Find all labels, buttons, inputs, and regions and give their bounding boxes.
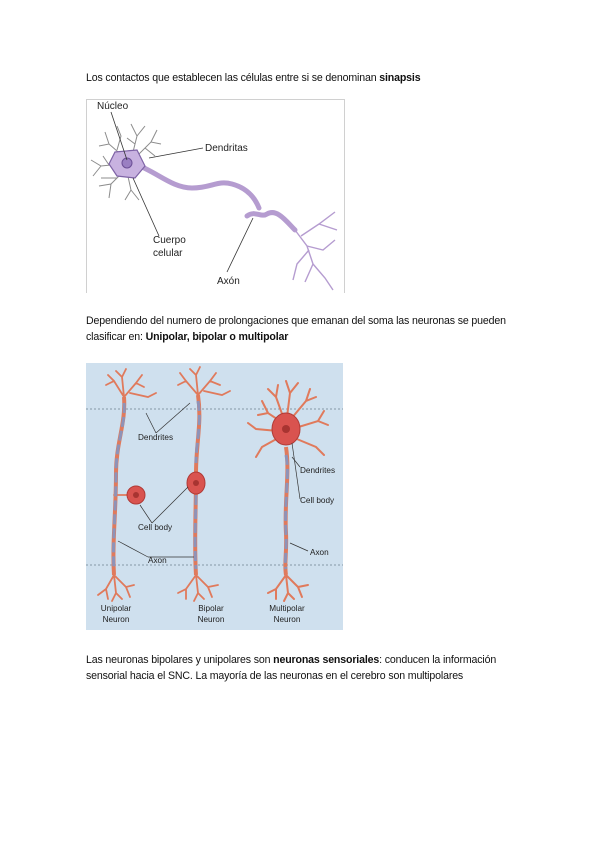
label-cuerpo-2: celular: [153, 248, 183, 259]
label-axon: Axón: [217, 276, 240, 287]
sensory-paragraph: Las neuronas bipolares y unipolares son …: [86, 652, 526, 684]
axon-shaft-lower: [244, 210, 298, 233]
label-unipolar-1: Unipolar: [101, 604, 132, 613]
neuron-types-diagram: Dendrites Cell body Axon Dendrites Cell …: [86, 363, 343, 630]
label-multipolar-2: Neuron: [274, 615, 301, 624]
label-dendrites-left: Dendrites: [138, 433, 173, 442]
type-leader-lines: [117, 402, 309, 558]
synapse-bold-term: sinapsis: [379, 72, 421, 84]
axon-terminals: [292, 211, 338, 291]
label-axon-left: Axon: [148, 556, 167, 565]
bipolar-neuron: [177, 366, 231, 602]
sensory-bold-term: neuronas sensoriales: [273, 654, 380, 666]
leader-lines: [110, 111, 254, 273]
label-unipolar-2: Neuron: [103, 615, 130, 624]
label-dendritas: Dendritas: [205, 143, 248, 154]
classification-text: Dependiendo del numero de prolongaciones…: [86, 315, 506, 343]
synapse-paragraph: Los contactos que establecen las células…: [86, 70, 526, 86]
classification-paragraph: Dependiendo del numero de prolongaciones…: [86, 313, 526, 345]
neuron-diagram-svg: Núcleo Dendritas Cuerpo celular Axón: [90, 101, 338, 291]
label-bipolar-1: Bipolar: [198, 604, 224, 613]
label-cell-body-left: Cell body: [138, 523, 173, 532]
label-cuerpo-1: Cuerpo: [153, 235, 186, 246]
dendrite-branches: [90, 123, 162, 201]
sensory-text-after: : conducen la información sensorial haci…: [86, 654, 497, 682]
multipolar-neuron: [247, 380, 329, 602]
label-bipolar-2: Neuron: [198, 615, 225, 624]
label-cell-body-right: Cell body: [300, 496, 335, 505]
classification-bold-term: Unipolar, bipolar o multipolar: [145, 331, 289, 343]
unipolar-neuron: [97, 368, 157, 602]
nucleus-shape: [121, 157, 133, 169]
synapse-text: Los contactos que establecen las células…: [86, 72, 380, 84]
axon-shaft: [132, 161, 262, 211]
label-nucleo: Núcleo: [97, 101, 129, 112]
neuron-types-svg: Dendrites Cell body Axon Dendrites Cell …: [86, 366, 343, 624]
sensory-text-before: Las neuronas bipolares y unipolares son: [86, 654, 274, 666]
label-dendrites-right: Dendrites: [300, 466, 335, 475]
neuron-diagram: Núcleo Dendritas Cuerpo celular Axón: [86, 99, 345, 293]
label-multipolar-1: Multipolar: [269, 604, 305, 613]
label-axon-right: Axon: [310, 548, 329, 557]
